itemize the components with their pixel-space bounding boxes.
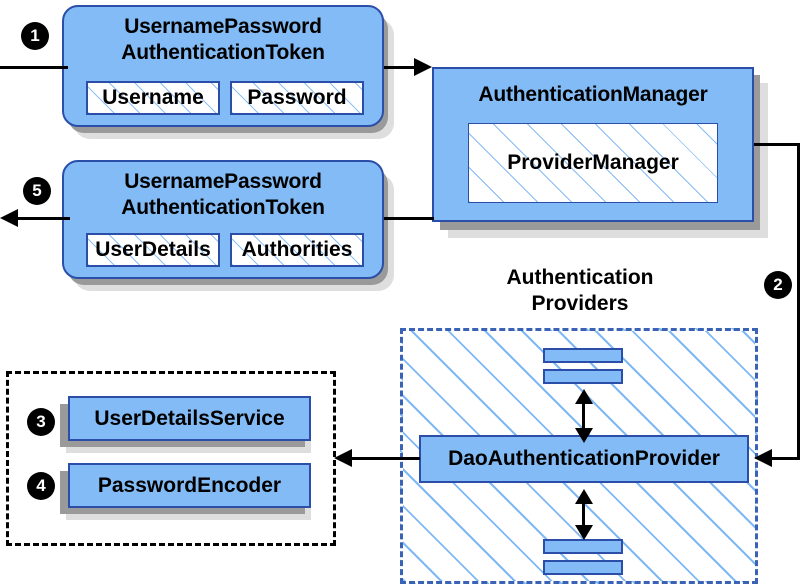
provider-bottom-link-arrow-up xyxy=(575,489,593,504)
manager-to-response-line xyxy=(384,217,434,220)
provider-placeholder-bar-bottom-2 xyxy=(543,560,623,575)
step-badge-5: 5 xyxy=(24,178,50,204)
provider-manager-box[interactable]: ProviderManager xyxy=(468,123,718,203)
providers-region-title: Authentication Providers xyxy=(470,265,690,317)
provider-entry-arrowhead xyxy=(754,449,772,467)
response-return-arrowhead xyxy=(0,209,18,227)
passwordencoder-box[interactable]: PasswordEncoder xyxy=(68,463,311,508)
response-token-title-line2: AuthenticationToken xyxy=(121,196,325,219)
userdetailsservice-box[interactable]: UserDetailsService xyxy=(68,396,311,441)
provider-top-link-arrow-up xyxy=(575,389,593,404)
authentication-manager-box[interactable]: AuthenticationManager ProviderManager xyxy=(432,67,754,222)
response-token-slot-userdetails: UserDetails xyxy=(86,233,220,267)
provider-top-link-line xyxy=(582,395,585,435)
response-token-title: UsernamePassword AuthenticationToken xyxy=(64,162,382,221)
provider-placeholder-bar-top-1 xyxy=(543,348,623,363)
request-token-title-line1: UsernamePassword xyxy=(124,15,322,38)
step-badge-2: 2 xyxy=(765,272,791,298)
manager-to-provider-vertical-line xyxy=(797,143,800,459)
provider-entry-line xyxy=(768,457,800,460)
request-token-title-line2: AuthenticationToken xyxy=(121,41,325,64)
providers-region-title-line1: Authentication xyxy=(506,266,654,289)
request-token-slots: Username Password xyxy=(86,81,364,115)
authentication-manager-title: AuthenticationManager xyxy=(478,83,708,106)
provider-placeholder-bar-bottom-1 xyxy=(543,539,623,554)
token-to-manager-line xyxy=(384,66,426,69)
providers-region-title-line2: Providers xyxy=(531,292,629,315)
dao-authentication-provider-box[interactable]: DaoAuthenticationProvider xyxy=(419,435,749,483)
manager-right-exit-line xyxy=(754,143,800,146)
response-token-card[interactable]: UsernamePassword AuthenticationToken Use… xyxy=(62,160,384,279)
step-badge-3: 3 xyxy=(28,409,54,435)
incoming-request-line xyxy=(0,66,68,69)
request-token-slot-password: Password xyxy=(230,81,364,115)
request-token-title: UsernamePassword AuthenticationToken xyxy=(64,7,382,66)
provider-bottom-link-line xyxy=(582,495,585,533)
request-token-slot-username: Username xyxy=(86,81,220,115)
response-token-title-line1: UsernamePassword xyxy=(124,170,322,193)
response-token-slot-authorities: Authorities xyxy=(230,233,364,267)
provider-bottom-link-arrow-down xyxy=(575,525,593,540)
provider-placeholder-bar-top-2 xyxy=(543,369,623,384)
token-to-manager-arrowhead xyxy=(414,58,432,76)
response-token-slots: UserDetails Authorities xyxy=(86,233,364,267)
provider-to-services-arrowhead xyxy=(334,449,352,467)
provider-top-link-arrow-down xyxy=(575,428,593,443)
request-token-card[interactable]: UsernamePassword AuthenticationToken Use… xyxy=(62,5,384,127)
step-badge-1: 1 xyxy=(22,23,48,49)
step-badge-4: 4 xyxy=(28,473,54,499)
response-return-line xyxy=(12,217,70,220)
provider-to-services-line xyxy=(352,457,420,460)
